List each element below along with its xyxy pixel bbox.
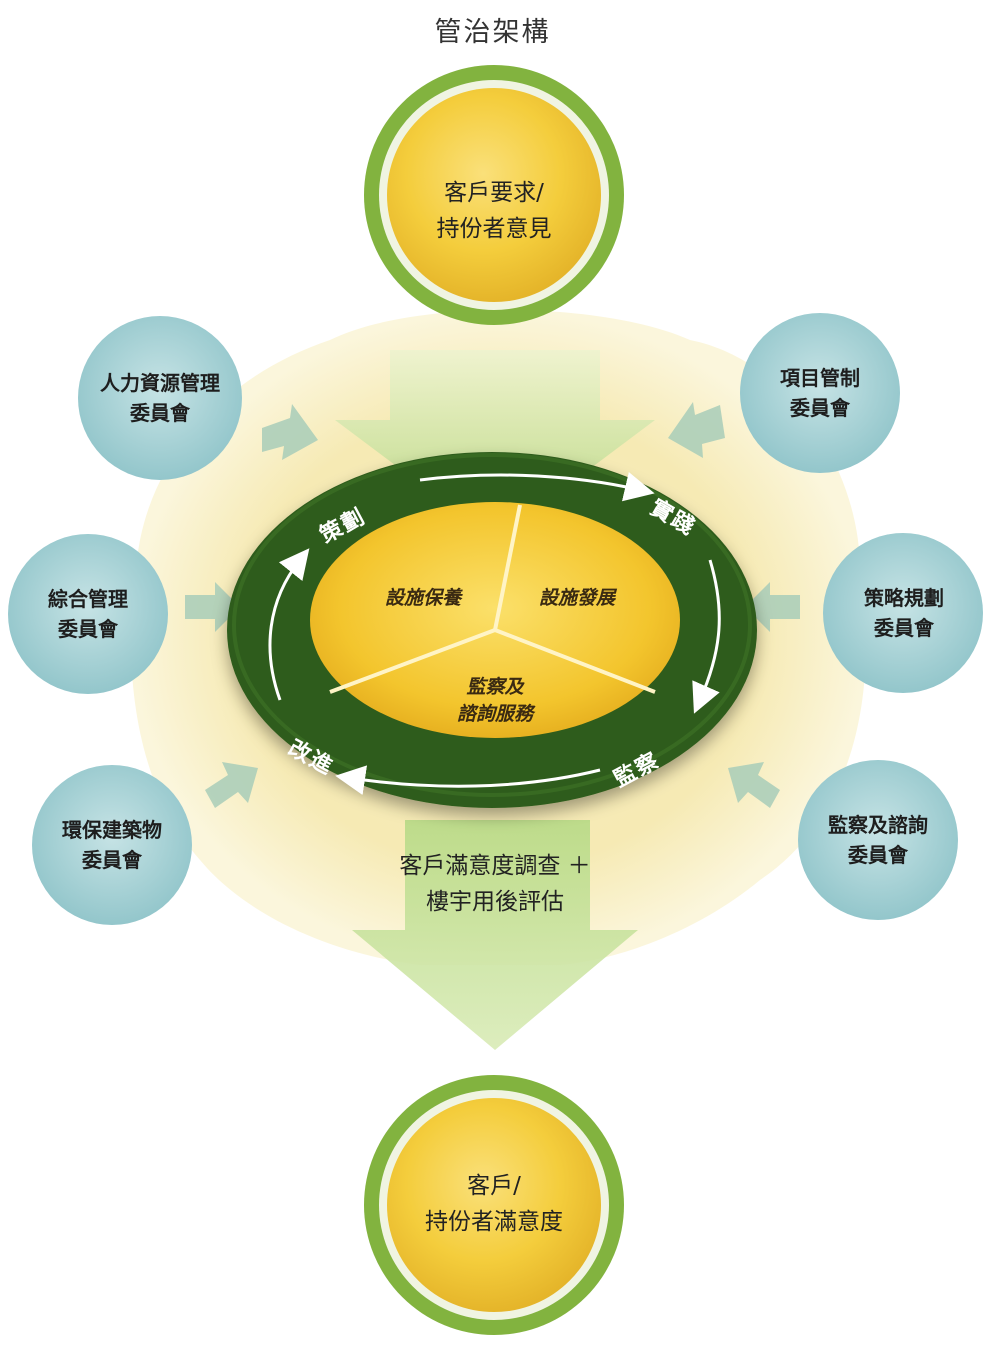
survey-label: 客戶滿意度調查 ＋ 樓宇用後評估 bbox=[360, 848, 630, 920]
arrow-improve-to-plan bbox=[268, 548, 310, 701]
segment-development-label: 設施發展 bbox=[538, 587, 615, 609]
committee-integrated-line1: 綜合管理 bbox=[48, 587, 128, 611]
segment-advisory-line1: 監察及 bbox=[466, 676, 524, 698]
cycle-arrows bbox=[268, 471, 721, 796]
committee-project-line1: 項目管制 bbox=[780, 366, 860, 390]
committee-strategy-line2: 委員會 bbox=[874, 616, 934, 640]
arrow-from-green bbox=[205, 762, 258, 808]
output-circle-line1: 客戶/ bbox=[467, 1173, 521, 1199]
segment-dividers bbox=[329, 504, 656, 694]
output-arrow bbox=[352, 820, 638, 1050]
committee-project: 項目管制 委員會 bbox=[742, 363, 898, 423]
committee-circle-project bbox=[740, 313, 900, 473]
segment-advisory: 監察及 諮詢服務 bbox=[420, 674, 570, 728]
committee-integrated: 綜合管理 委員會 bbox=[10, 584, 166, 644]
arrow-practice-to-monitor bbox=[692, 559, 721, 714]
committee-monitor-line1: 監察及諮詢 bbox=[828, 813, 928, 837]
committee-monitor: 監察及諮詢 委員會 bbox=[798, 810, 958, 870]
input-circle-line2: 持份者意見 bbox=[436, 216, 552, 242]
committee-circle-strategy bbox=[823, 533, 983, 693]
output-circle-label: 客戶/ 持份者滿意度 bbox=[394, 1168, 594, 1240]
arrow-from-hr bbox=[262, 404, 318, 460]
committee-circle-green bbox=[32, 765, 192, 925]
committee-hr: 人力資源管理 委員會 bbox=[80, 368, 240, 428]
cycle-ring-highlight bbox=[232, 453, 752, 797]
segment-development: 設施發展 bbox=[512, 585, 642, 612]
segment-advisory-line2: 諮詢服務 bbox=[456, 703, 533, 725]
committee-hr-line2: 委員會 bbox=[130, 401, 190, 425]
committee-green: 環保建築物 委員會 bbox=[34, 815, 190, 875]
committee-integrated-line2: 委員會 bbox=[58, 617, 118, 641]
input-circle-disk bbox=[387, 88, 601, 302]
committee-green-line2: 委員會 bbox=[82, 848, 142, 872]
committee-circle-monitor bbox=[798, 760, 958, 920]
input-circle-line1: 客戶要求/ bbox=[444, 180, 544, 206]
committee-green-line1: 環保建築物 bbox=[62, 818, 162, 842]
committee-project-line2: 委員會 bbox=[790, 396, 850, 420]
divider-left bbox=[329, 628, 496, 694]
arrow-from-strategy bbox=[745, 582, 800, 632]
committee-arrows bbox=[185, 402, 800, 808]
committee-monitor-line2: 委員會 bbox=[848, 843, 908, 867]
input-arrow bbox=[335, 350, 655, 540]
divider-right bbox=[494, 628, 656, 694]
page-title: 管治架構 bbox=[434, 17, 551, 48]
arrow-from-project bbox=[668, 402, 725, 458]
survey-line1: 客戶滿意度調查 ＋ bbox=[399, 853, 591, 879]
committee-hr-line1: 人力資源管理 bbox=[100, 371, 220, 395]
output-circle-line2: 持份者滿意度 bbox=[425, 1209, 563, 1235]
divider-top bbox=[493, 504, 522, 631]
segment-maintenance-label: 設施保養 bbox=[384, 587, 461, 609]
output-circle-disk bbox=[387, 1098, 601, 1312]
arrow-from-monitor bbox=[728, 762, 780, 808]
segment-maintenance: 設施保養 bbox=[358, 585, 488, 612]
survey-line2: 樓宇用後評估 bbox=[426, 889, 564, 915]
committee-strategy-line1: 策略規劃 bbox=[864, 586, 944, 610]
arrow-plan-to-practice bbox=[419, 471, 655, 502]
committee-strategy: 策略規劃 委員會 bbox=[826, 583, 982, 643]
committee-circle-hr bbox=[78, 316, 242, 480]
input-circle-label: 客戶要求/ 持份者意見 bbox=[394, 175, 594, 247]
arrow-monitor-to-improve bbox=[335, 765, 601, 796]
arrow-from-integrated bbox=[185, 582, 240, 632]
committee-circle-integrated bbox=[8, 534, 168, 694]
